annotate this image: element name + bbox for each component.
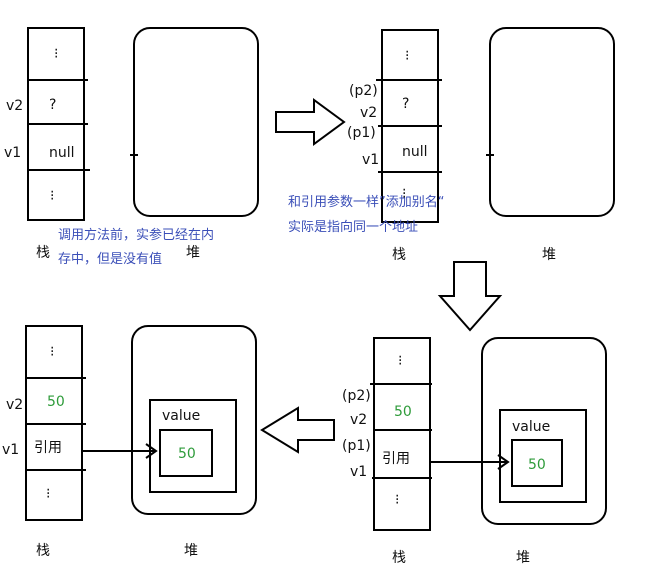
heap-label: 堆 bbox=[184, 543, 198, 559]
cell-v2-value: ? bbox=[49, 97, 56, 113]
param-p1-label: (p1) bbox=[347, 125, 376, 141]
stack-label: 栈 bbox=[36, 245, 50, 261]
stack-label: 栈 bbox=[392, 247, 406, 263]
heap-label: 堆 bbox=[186, 245, 200, 261]
var-v2-label: v2 bbox=[360, 105, 377, 121]
var-v1-label: v1 bbox=[362, 152, 379, 168]
cell-v1-value: 引用 bbox=[34, 440, 62, 456]
note-line-1: 和引用参数一样”添加别名“ bbox=[288, 194, 444, 210]
stack-dots: ⁝ bbox=[405, 48, 409, 64]
heap-label: 堆 bbox=[516, 550, 530, 566]
note-line-2: 存中，但是没有值 bbox=[58, 251, 162, 267]
right-arrow bbox=[275, 98, 346, 146]
heap-box bbox=[481, 337, 607, 525]
cell-v1-value: null bbox=[402, 144, 428, 160]
value-number: 50 bbox=[528, 457, 546, 473]
value-inner-box bbox=[159, 429, 213, 477]
stack-dots: ⁝ bbox=[50, 344, 54, 360]
panel-bottom-left: ⁝ ⁝ 50 引用 v2 v1 栈 value 50 堆 bbox=[2, 325, 257, 559]
note-line-1: 调用方法前，实参已经在内 bbox=[58, 227, 214, 243]
var-v1-label: v1 bbox=[2, 442, 19, 458]
stack-label: 栈 bbox=[392, 550, 406, 566]
value-inner-box bbox=[511, 439, 563, 487]
stack-dots: ⁝ bbox=[54, 46, 58, 62]
heap-label: 堆 bbox=[542, 247, 556, 263]
param-p2-label: (p2) bbox=[342, 388, 371, 404]
stack-dots: ⁝ bbox=[398, 353, 402, 369]
value-number: 50 bbox=[178, 446, 196, 462]
var-v2-label: v2 bbox=[350, 412, 367, 428]
cell-v2-value: 50 bbox=[47, 394, 65, 410]
var-v2-label: v2 bbox=[6, 397, 23, 413]
cell-v2-value: 50 bbox=[394, 404, 412, 420]
var-v1-label: v1 bbox=[4, 145, 21, 161]
stack-column: ⁝ ⁝ ? null bbox=[27, 27, 90, 221]
param-p2-label: (p2) bbox=[349, 83, 378, 99]
stack-label: 栈 bbox=[36, 543, 50, 559]
cell-v2-value: ? bbox=[402, 96, 409, 112]
note-line-2: 实际是指向同一个地址 bbox=[288, 219, 418, 235]
down-arrow bbox=[437, 261, 503, 332]
stack-column: ⁝ ⁝ 50 引用 bbox=[370, 337, 432, 531]
value-label: value bbox=[162, 408, 200, 424]
panel-bottom-right: ⁝ ⁝ 50 引用 (p2) v2 (p1) v1 栈 value 50 堆 bbox=[342, 337, 607, 566]
heap-box bbox=[131, 325, 257, 515]
stack-dots: ⁝ bbox=[46, 486, 50, 502]
param-p1-label: (p1) bbox=[342, 438, 371, 454]
panel-top-left: ⁝ ⁝ ? null v2 v1 栈 堆 调用方法前，实参已经在内 存中，但是没… bbox=[4, 27, 259, 267]
stack-dots: ⁝ bbox=[50, 188, 54, 204]
cell-v1-value: null bbox=[49, 145, 75, 161]
var-v1-label: v1 bbox=[350, 464, 367, 480]
stack-dots: ⁝ bbox=[402, 186, 406, 202]
left-arrow bbox=[260, 406, 335, 454]
cell-v1-value: 引用 bbox=[382, 451, 410, 467]
stack-column: ⁝ ⁝ ? null bbox=[376, 29, 442, 223]
heap-box bbox=[133, 27, 259, 217]
panel-top-right: ⁝ ⁝ ? null (p2) v2 (p1) v1 栈 堆 和引用参数一样”添… bbox=[288, 27, 615, 263]
stack-column: ⁝ ⁝ 50 引用 bbox=[25, 325, 86, 521]
value-label: value bbox=[512, 419, 550, 435]
heap-box bbox=[489, 27, 615, 217]
var-v2-label: v2 bbox=[6, 98, 23, 114]
stack-dots: ⁝ bbox=[395, 492, 399, 508]
